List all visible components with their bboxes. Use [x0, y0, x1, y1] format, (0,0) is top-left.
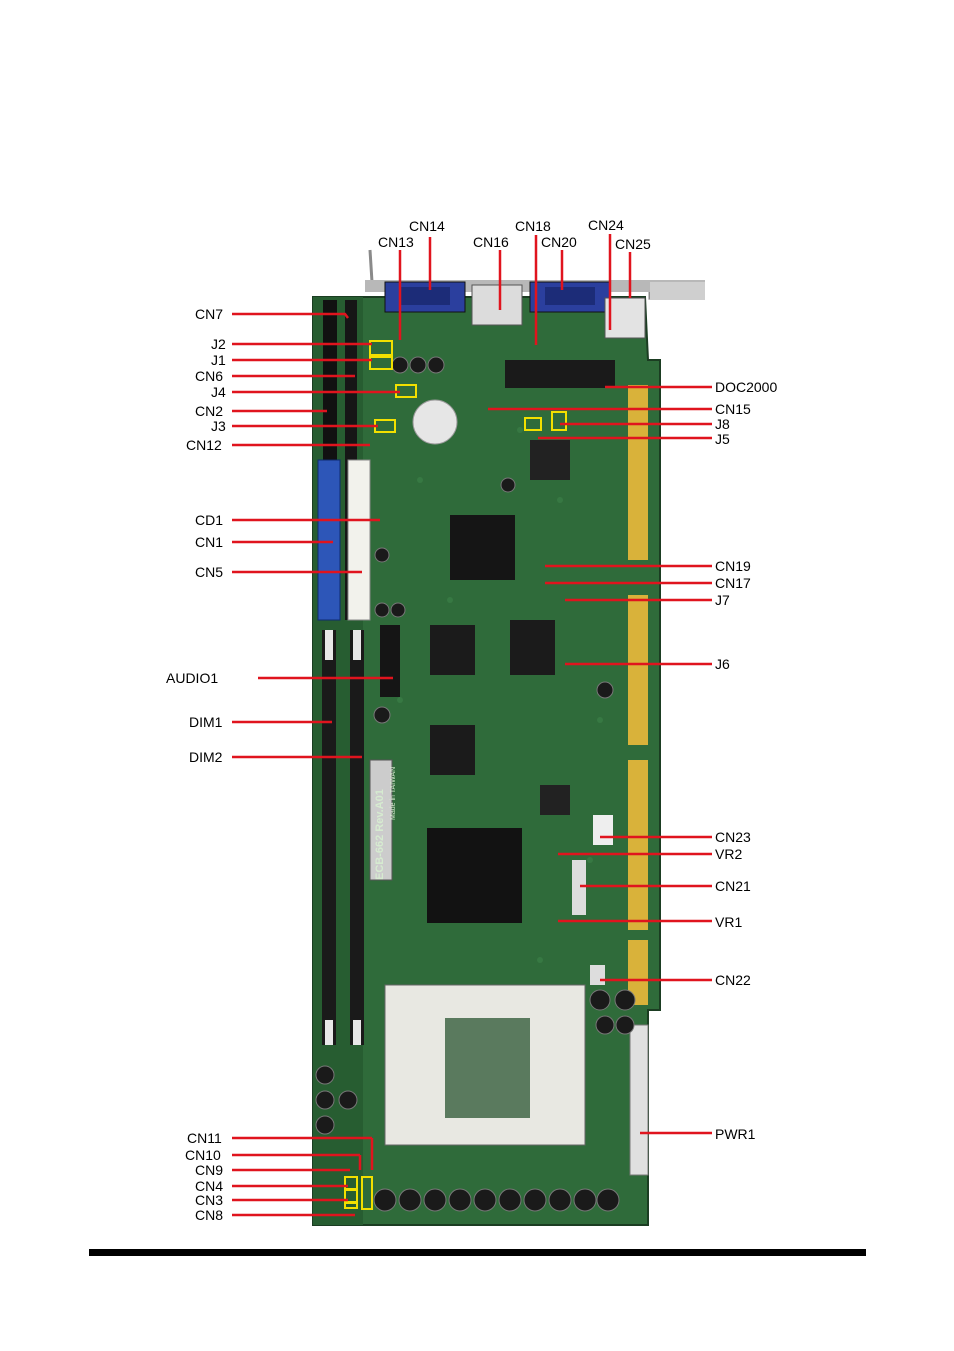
label-cn19: CN19: [715, 558, 751, 574]
label-cn25: CN25: [615, 236, 651, 252]
label-audio1: AUDIO1: [166, 670, 219, 686]
label-cn6: CN6: [195, 368, 224, 384]
label-j4: J4: [211, 384, 226, 400]
label-j3: J3: [211, 418, 226, 434]
edge-connector: [628, 385, 648, 1005]
rear-io-connectors: [384, 281, 646, 339]
label-cn16: CN16: [473, 234, 509, 250]
label-vr1: VR1: [715, 914, 743, 930]
label-cn11: CN11: [187, 1130, 222, 1146]
label-pwr1: PWR1: [715, 1126, 756, 1142]
silkscreen-model: ECB-662 Rev.A01: [374, 789, 386, 880]
onboard-components: [315, 300, 649, 1212]
label-cn15: CN15: [715, 401, 751, 417]
label-dim2: DIM2: [189, 749, 223, 765]
label-cn1: CN1: [195, 534, 224, 550]
label-j6: J6: [715, 656, 730, 672]
label-doc2000: DOC2000: [715, 379, 778, 395]
label-cn14: CN14: [409, 218, 445, 234]
label-j1: J1: [211, 352, 226, 368]
label-cn18: CN18: [515, 218, 551, 234]
label-cn3: CN3: [195, 1192, 224, 1208]
jumper-highlights: [344, 340, 567, 1210]
label-cn5: CN5: [195, 564, 224, 580]
label-cn20: CN20: [541, 234, 577, 250]
label-cn9: CN9: [195, 1162, 224, 1178]
label-cn2: CN2: [195, 403, 224, 419]
label-cd1: CD1: [195, 512, 224, 528]
label-j7: J7: [715, 592, 730, 608]
label-j5: J5: [715, 431, 730, 447]
label-vr2: VR2: [715, 846, 743, 862]
label-cn22: CN22: [715, 972, 751, 988]
label-cn13: CN13: [378, 234, 414, 250]
label-j2: J2: [211, 336, 226, 352]
label-cn21: CN21: [715, 878, 751, 894]
label-cn12: CN12: [186, 437, 222, 453]
label-cn23: CN23: [715, 829, 751, 845]
label-j8: J8: [715, 416, 730, 432]
label-cn17: CN17: [715, 575, 751, 591]
label-cn24: CN24: [588, 217, 624, 233]
callout-leaders: [232, 234, 712, 1217]
silkscreen: ECB-662 Rev.A01 Made in TAIWAN: [374, 767, 397, 880]
silkscreen-made-in: Made in TAIWAN: [390, 767, 397, 820]
label-cn8: CN8: [195, 1207, 224, 1223]
footer-rule: [89, 1249, 866, 1256]
label-cn4: CN4: [195, 1178, 224, 1194]
label-cn7: CN7: [195, 306, 224, 322]
label-cn10: CN10: [185, 1147, 221, 1163]
label-dim1: DIM1: [189, 714, 223, 730]
